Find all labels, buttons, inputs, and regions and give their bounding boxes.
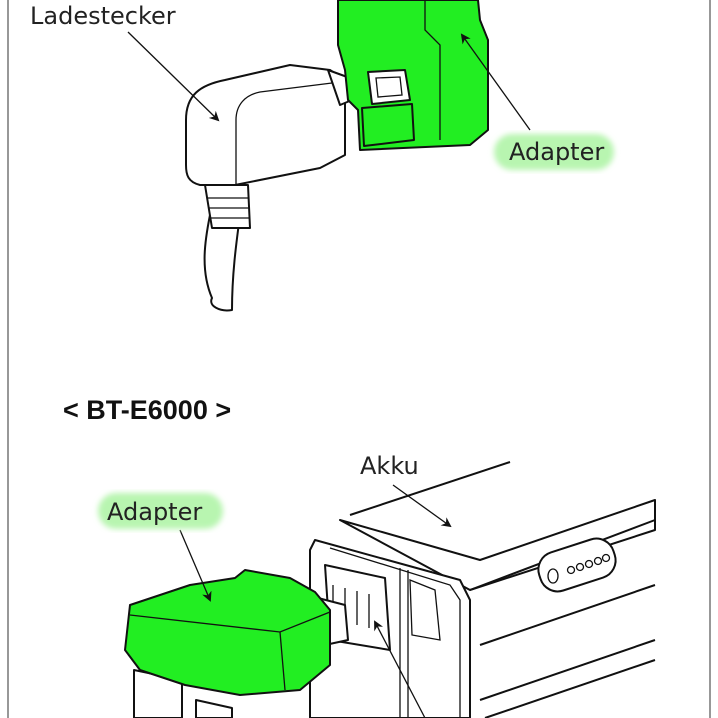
adapter-top-pointer-arrow bbox=[460, 33, 531, 131]
charging-plug-label: Ladestecker bbox=[30, 2, 176, 30]
adapter-bottom-label: Adapter bbox=[107, 498, 202, 526]
battery-pointer-arrow bbox=[392, 484, 452, 528]
battery-illustration bbox=[309, 461, 656, 718]
plug-pointer-arrow bbox=[127, 31, 220, 122]
adapter-top-highlight bbox=[494, 134, 614, 170]
adapter-bottom-illustration bbox=[124, 569, 349, 718]
adapter-top-label: Adapter bbox=[509, 138, 604, 166]
adapter-bottom-highlight bbox=[98, 493, 223, 529]
port-pointer-arrow bbox=[374, 620, 426, 718]
adapter-top-illustration bbox=[337, 0, 489, 151]
adapter-bottom-pointer-arrow bbox=[179, 529, 212, 602]
charging-plug-illustration bbox=[185, 64, 353, 312]
battery-label: Akku bbox=[360, 452, 419, 480]
section-title: < BT-E6000 > bbox=[63, 395, 231, 425]
